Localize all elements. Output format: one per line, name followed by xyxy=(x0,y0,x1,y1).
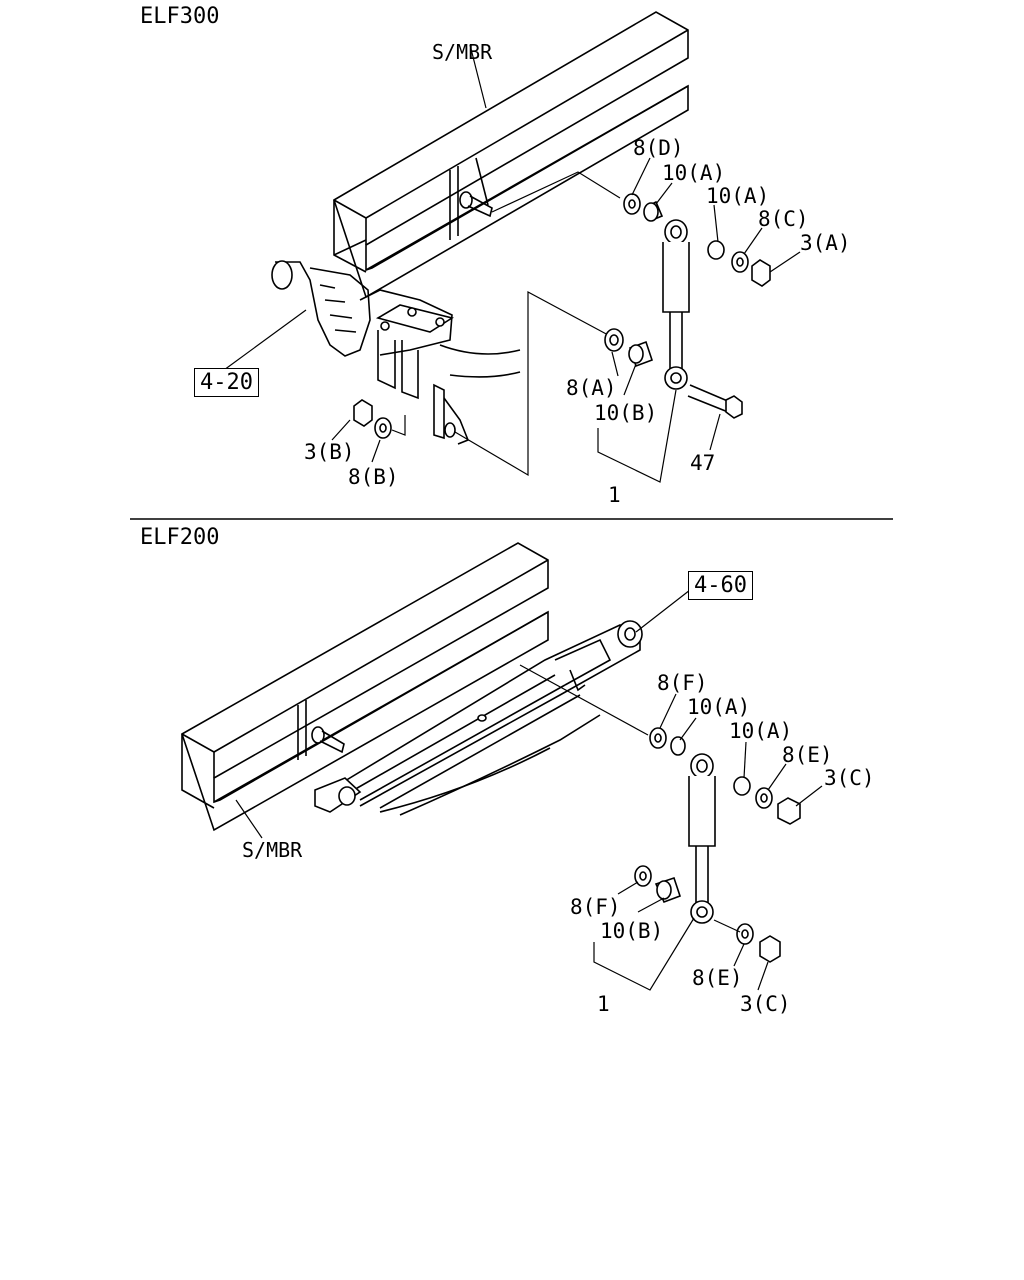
label-leaders-top xyxy=(223,157,801,483)
part-label-3b: 3(B) xyxy=(304,440,355,464)
part-label-8f-1: 8(F) xyxy=(657,671,708,695)
part-label-3a: 3(A) xyxy=(800,231,851,255)
part-label-8e-2: 8(E) xyxy=(692,966,743,990)
part-label-10b-2: 10(B) xyxy=(600,919,664,943)
part-label-8f-2: 8(F) xyxy=(570,895,621,919)
axle-housing-top xyxy=(271,260,521,400)
part-label-10b: 10(B) xyxy=(594,401,658,425)
spring-leader-bottom xyxy=(519,664,649,736)
ref-box-top[interactable]: 4-20 xyxy=(194,368,259,398)
part-label-8a: 8(A) xyxy=(566,376,617,400)
part-label-10a-2: 10(A) xyxy=(706,184,770,208)
side-member-frame-top xyxy=(333,11,689,299)
part-label-1-top: 1 xyxy=(608,483,621,507)
model-label-bottom: ELF200 xyxy=(140,525,220,550)
part-label-8c: 8(C) xyxy=(758,207,809,231)
frame-label-bottom: S/MBR xyxy=(242,838,303,862)
part-label-10a-4: 10(A) xyxy=(729,719,793,743)
hardware-top xyxy=(353,193,771,439)
leaf-spring-bottom xyxy=(314,620,643,816)
lower-bracket-top xyxy=(433,383,470,445)
frame-leader-bottom xyxy=(235,799,263,839)
part-label-8d: 8(D) xyxy=(633,136,684,160)
label-leaders-bottom xyxy=(593,693,823,991)
part-label-47: 47 xyxy=(690,451,716,475)
part-label-10a-3: 10(A) xyxy=(687,695,751,719)
part-label-10a-1: 10(A) xyxy=(662,161,726,185)
part-label-3c-1: 3(C) xyxy=(824,766,875,790)
part-label-8b: 8(B) xyxy=(348,465,399,489)
stud-bolt-top xyxy=(459,191,493,218)
side-member-frame-bottom xyxy=(181,542,549,832)
shock-absorber-top xyxy=(662,219,690,390)
part-label-3c-2: 3(C) xyxy=(740,992,791,1016)
stud-leader-top xyxy=(491,171,621,213)
frame-leader-top xyxy=(469,44,487,109)
ref-box-bottom[interactable]: 4-60 xyxy=(688,571,753,601)
hardware-bottom xyxy=(634,727,801,963)
model-label-top: ELF300 xyxy=(140,4,220,29)
shock-absorber-bottom xyxy=(688,753,716,924)
ref-leader-bottom xyxy=(635,589,691,633)
frame-label-top: S/MBR xyxy=(432,40,493,64)
stud-bolt-bottom xyxy=(311,726,345,754)
part-label-1-bottom: 1 xyxy=(597,992,610,1016)
bracket-leader-top xyxy=(391,290,611,477)
part-label-8e-1: 8(E) xyxy=(782,743,833,767)
